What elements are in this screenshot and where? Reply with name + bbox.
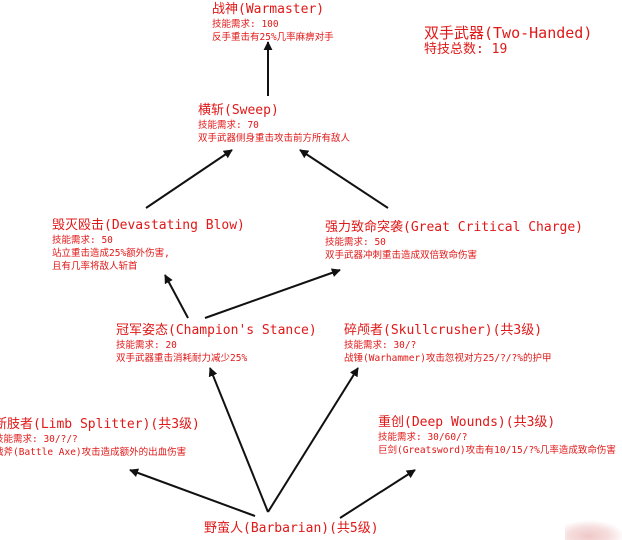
- node-name: 冠军姿态(Champion's Stance): [116, 323, 317, 338]
- node-requirement: 技能需求: 20: [116, 340, 177, 351]
- node-name: 断肢者(Limb Splitter)(共3级): [0, 417, 200, 432]
- arrow-barbarian-to-champion: [208, 367, 269, 513]
- node-sweep: 横斩(Sweep) 技能需求: 70 双手武器侧身重击攻击前方所有敌人: [198, 103, 350, 145]
- node-description: 双手武器冲刺重击造成双倍致命伤害: [325, 250, 478, 261]
- node-devastating-blow: 毁灭殴击(Devastating Blow) 技能需求: 50 站立重击造成25…: [52, 218, 245, 273]
- perk-total: 特技总数: 19: [424, 42, 508, 57]
- arrow-barbarian-to-skullcrusher: [267, 367, 359, 513]
- tree-header: 双手武器(Two-Handed) 特技总数: 19: [424, 24, 592, 58]
- node-requirement: 技能需求: 50: [325, 237, 386, 248]
- node-description: 双手武器重击消耗耐力减少25%: [116, 353, 248, 364]
- node-name: 碎颅者(Skullcrusher)(共3级): [344, 323, 543, 338]
- node-name: 横斩(Sweep): [198, 103, 279, 118]
- arrow-barbarian-to-deep: [339, 469, 416, 519]
- node-description: 且有几率将敌人斩首: [52, 261, 138, 272]
- node-name: 毁灭殴击(Devastating Blow): [52, 218, 245, 233]
- node-name: 强力致命突袭(Great Critical Charge): [325, 220, 584, 235]
- node-requirement: 技能需求: 30/60/?: [378, 432, 468, 443]
- arrow-greatcritical-to-sweep: [299, 149, 389, 209]
- node-barbarian: 野蛮人(Barbarian)(共5级): [204, 521, 379, 537]
- arrow-champion-to-greatcritical: [204, 268, 341, 319]
- corner-watermark-smudge: [565, 520, 622, 540]
- arrow-barbarian-to-limb: [129, 468, 256, 517]
- node-requirement: 技能需求: 50: [52, 235, 113, 246]
- node-requirement: 技能需求: 30/?/?: [0, 434, 78, 445]
- node-description: 战锤(Warhammer)攻击忽视对方25/?/?%的护甲: [344, 353, 552, 364]
- node-description: 反手重击有25%几率麻痹对手: [212, 32, 334, 43]
- tree-title: 双手武器(Two-Handed): [424, 24, 593, 42]
- node-description: 站立重击造成25%额外伤害,: [52, 248, 170, 259]
- node-description: 巨剑(Greatsword)攻击有10/15/?%几率造成致命伤害: [378, 445, 616, 456]
- node-name: 战神(Warmaster): [212, 2, 325, 17]
- node-description: 战斧(Battle Axe)攻击造成额外的出血伤害: [0, 447, 187, 458]
- node-name: 重创(Deep Wounds)(共3级): [378, 415, 556, 430]
- node-champions-stance: 冠军姿态(Champion's Stance) 技能需求: 20 双手武器重击消…: [116, 323, 317, 365]
- arrow-devastating-to-sweep: [145, 149, 233, 209]
- node-warmaster: 战神(Warmaster) 技能需求: 100 反手重击有25%几率麻痹对手: [212, 2, 334, 44]
- node-great-critical-charge: 强力致命突袭(Great Critical Charge) 技能需求: 50 双…: [325, 220, 583, 262]
- node-limb-splitter: 断肢者(Limb Splitter)(共3级) 技能需求: 30/?/? 战斧(…: [0, 417, 200, 459]
- node-deep-wounds: 重创(Deep Wounds)(共3级) 技能需求: 30/60/? 巨剑(Gr…: [378, 415, 616, 457]
- node-description: 双手武器侧身重击攻击前方所有敌人: [198, 133, 351, 144]
- node-requirement: 技能需求: 70: [198, 120, 259, 131]
- arrow-champion-to-devastating: [164, 274, 189, 319]
- node-requirement: 技能需求: 30/?: [344, 340, 417, 351]
- node-name: 野蛮人(Barbarian)(共5级): [204, 521, 379, 536]
- node-requirement: 技能需求: 100: [212, 19, 279, 30]
- node-skullcrusher: 碎颅者(Skullcrusher)(共3级) 技能需求: 30/? 战锤(War…: [344, 323, 551, 365]
